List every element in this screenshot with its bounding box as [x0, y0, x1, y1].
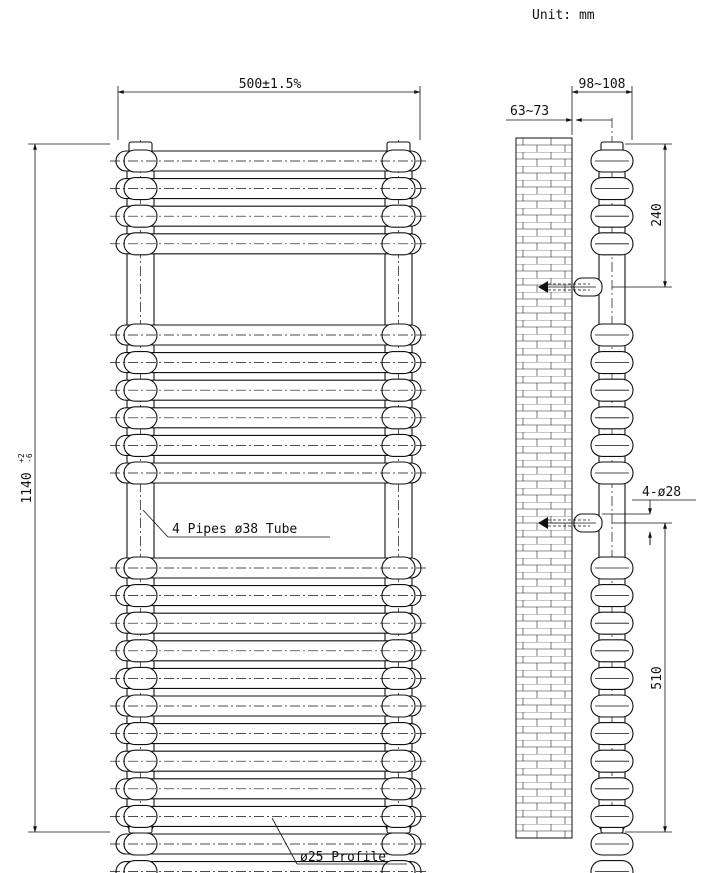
side-profile-row [590, 351, 634, 375]
brick-wall [515, 137, 573, 839]
side-profile-row [590, 749, 634, 773]
profile-row [110, 832, 428, 856]
profile-row [110, 777, 428, 801]
height-tolerance-lower: -6 [25, 453, 34, 463]
profile-row [110, 232, 428, 256]
width-dimension: 500±1.5% [239, 77, 302, 92]
side-profile-row [590, 611, 634, 635]
front-view: 500±1.5% 1140 +2 -6 4 Pipes ø38 Tube ø25… [17, 77, 428, 873]
profile-row [110, 433, 428, 457]
side-profile-row [590, 584, 634, 608]
profile-row [110, 323, 428, 347]
top-bracket [538, 277, 603, 297]
profile-row [110, 639, 428, 663]
profile-callout: ø25 Profile [300, 850, 386, 865]
wall-gap-dimension: 63~73 [510, 104, 549, 119]
side-profile-row [590, 433, 634, 457]
profile-row [110, 177, 428, 201]
height-dimension: 1140 [20, 472, 35, 503]
profile-row [110, 461, 428, 485]
side-profile-row [590, 832, 634, 856]
side-profile-row [590, 232, 634, 256]
side-profile-rows [590, 149, 634, 873]
side-profile-row [590, 149, 634, 173]
side-profile-row [590, 378, 634, 402]
profile-row [110, 556, 428, 580]
pipes-callout: 4 Pipes ø38 Tube [172, 522, 297, 537]
side-profile-row [590, 323, 634, 347]
side-profile-row [590, 177, 634, 201]
side-profile-row [590, 461, 634, 485]
profile-row [110, 204, 428, 228]
profile-row [110, 406, 428, 430]
profile-row [110, 694, 428, 718]
profile-row [110, 584, 428, 608]
side-profile-row [590, 694, 634, 718]
side-profile-row [590, 777, 634, 801]
bottom-bracket [538, 513, 603, 533]
side-profile-row [590, 556, 634, 580]
side-profile-row [590, 666, 634, 690]
profile-rows [110, 149, 428, 873]
side-profile-row [590, 722, 634, 746]
fixing-holes-callout: 4-ø28 [642, 485, 681, 500]
profile-row [110, 149, 428, 173]
side-profile-row [590, 204, 634, 228]
side-view: 98~108 63~73 240 510 4-ø28 [506, 77, 696, 873]
side-profile-row [590, 639, 634, 663]
depth-dimension: 98~108 [579, 77, 626, 92]
profile-row [110, 722, 428, 746]
profile-row [110, 666, 428, 690]
profile-row [110, 351, 428, 375]
unit-label: Unit: mm [532, 8, 595, 23]
side-profile-row [590, 804, 634, 828]
top-bracket-dimension: 240 [650, 203, 665, 226]
side-profile-row [590, 860, 634, 873]
profile-row [110, 804, 428, 828]
side-profile-row [590, 406, 634, 430]
bottom-bracket-dimension: 510 [650, 666, 665, 689]
profile-row [110, 378, 428, 402]
height-tolerance-upper: +2 [17, 453, 26, 463]
profile-row [110, 749, 428, 773]
profile-row [110, 860, 428, 873]
profile-row [110, 611, 428, 635]
